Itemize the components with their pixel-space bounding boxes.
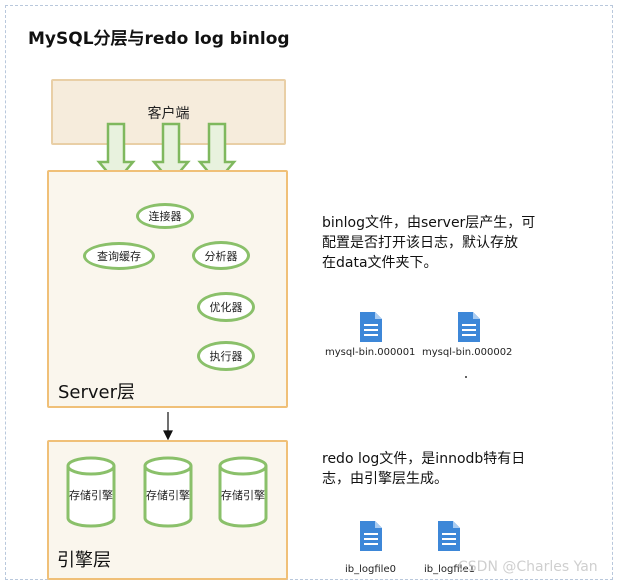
outer-frame [5,5,613,580]
dot-mark [465,376,467,378]
storage-engine-cylinder: 存储引擎 [217,456,269,528]
component-executor: 执行器 [197,341,255,371]
redolog-description-line: redo log文件，是innodb特有日 [322,451,526,467]
component-query-cache: 查询缓存 [83,242,155,270]
storage-engine-cylinder: 存储引擎 [65,456,117,528]
client-label: 客户端 [147,106,190,122]
binlog-file-label: mysql-bin.000002 [422,347,513,358]
binlog-description-line: 配置是否打开该日志，默认存放 [322,235,518,251]
cylinder-shape [66,456,116,528]
redolog-file-label: ib_logfile0 [345,564,396,575]
document-icon [438,521,460,551]
document-icon [458,312,480,342]
binlog-description-line: binlog文件，由server层产生，可 [322,215,536,231]
component-analyzer: 分析器 [192,241,250,270]
binlog-file-label: mysql-bin.000001 [325,347,416,358]
redolog-description: redo log文件，是innodb特有日 志，由引擎层生成。 [322,449,525,489]
cylinder-label: 存储引擎 [69,489,113,502]
component-connector: 连接器 [136,203,194,229]
watermark: CSDN @Charles Yan [458,559,598,575]
component-optimizer: 优化器 [197,292,255,322]
engine-layer-label: 引擎层 [57,550,111,571]
server-layer-label: Server层 [58,382,136,403]
diagram-title: MySQL分层与redo log binlog [28,29,290,49]
cylinder-label: 存储引擎 [146,489,190,502]
cylinder-shape [143,456,193,528]
cylinder-shape [218,456,268,528]
storage-engine-cylinder: 存储引擎 [142,456,194,528]
document-icon [360,312,382,342]
client-box: 客户端 [51,79,286,145]
server-to-engine-arrow [163,412,173,441]
redolog-file-label: ib_logfile1 [424,564,475,575]
binlog-description-line: 在data文件夹下。 [322,255,438,271]
document-icon [360,521,382,551]
redolog-description-line: 志，由引擎层生成。 [322,471,448,487]
cylinder-label: 存储引擎 [221,489,265,502]
binlog-description: binlog文件，由server层产生，可 配置是否打开该日志，默认存放 在da… [322,213,535,273]
